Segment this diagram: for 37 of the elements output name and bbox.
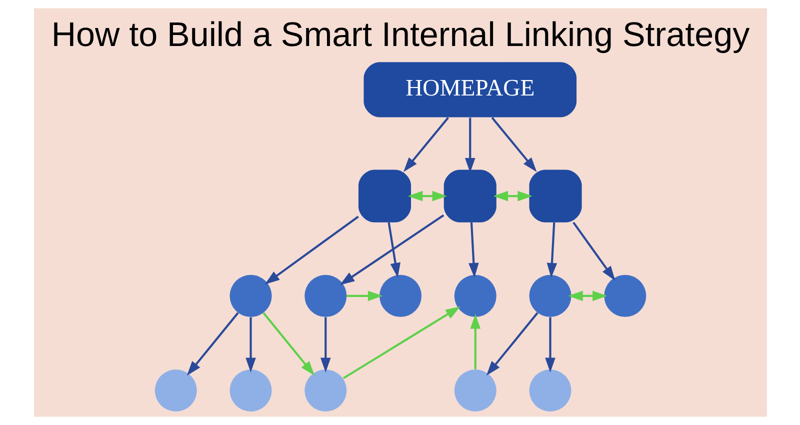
arrow <box>492 190 532 202</box>
node-circle <box>304 369 346 412</box>
arrow <box>568 290 607 302</box>
arrow <box>490 117 536 172</box>
arrow <box>186 312 238 376</box>
node-box <box>443 170 496 222</box>
node-circle <box>378 274 422 317</box>
arrow <box>546 222 557 278</box>
arrow <box>342 306 460 380</box>
arrow <box>486 312 538 376</box>
arrow <box>470 314 480 370</box>
arrow <box>320 317 330 372</box>
node-circle <box>229 369 272 412</box>
arrow <box>346 290 382 302</box>
node-box <box>358 170 410 222</box>
arrow <box>464 118 475 173</box>
arrow <box>468 222 478 278</box>
node-circle <box>454 369 496 412</box>
arrow <box>544 317 555 372</box>
diagram-title: How to Build a Smart Internal Linking Strategy <box>50 16 750 54</box>
arrow <box>572 222 615 281</box>
arrow <box>339 214 444 286</box>
arrow <box>245 317 256 372</box>
node-circle <box>528 274 571 317</box>
arrow <box>407 190 447 202</box>
node-circle <box>528 369 571 412</box>
arrow <box>387 222 400 278</box>
node-circle <box>304 274 346 317</box>
arrow <box>262 312 314 376</box>
node-box: HOMEPAGE <box>363 62 576 118</box>
node-circle <box>229 274 272 317</box>
node-circle <box>154 369 196 412</box>
node-circle <box>454 274 496 317</box>
node-box <box>528 170 582 222</box>
arrow <box>264 216 358 284</box>
arrow <box>402 117 448 172</box>
node-circle <box>604 274 646 317</box>
